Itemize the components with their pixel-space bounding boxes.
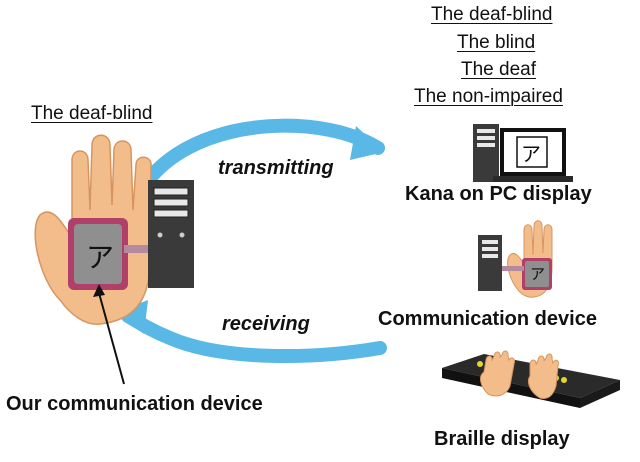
braille-display-illustration [442, 350, 620, 408]
device-kana: ア [86, 241, 115, 274]
audience-deaf-blind: The deaf-blind [431, 4, 553, 25]
pc-display-illustration [473, 124, 573, 182]
computer-tower [148, 180, 194, 288]
our-device-label: Our communication device [6, 393, 263, 415]
braille-display-label: Braille display [434, 428, 570, 450]
comm-device-illustration [478, 220, 553, 298]
transmitting-label: transmitting [218, 157, 334, 179]
device-on-hand [68, 218, 154, 290]
left-header: The deaf-blind [31, 103, 153, 124]
receiving-arrow [118, 300, 387, 363]
audience-blind: The blind [457, 32, 536, 53]
pc-kana: ア [521, 142, 541, 166]
comm-device-label: Communication device [378, 308, 597, 330]
audience-deaf: The deaf [461, 59, 536, 80]
receiving-label: receiving [222, 313, 310, 335]
transmitting-arrow [143, 118, 385, 185]
audience-non-impaired: The non-impaired [414, 86, 563, 107]
pc-display-label: Kana on PC display [405, 183, 592, 205]
comm-kana: ア [530, 265, 546, 283]
pointer-arrow [93, 284, 125, 385]
